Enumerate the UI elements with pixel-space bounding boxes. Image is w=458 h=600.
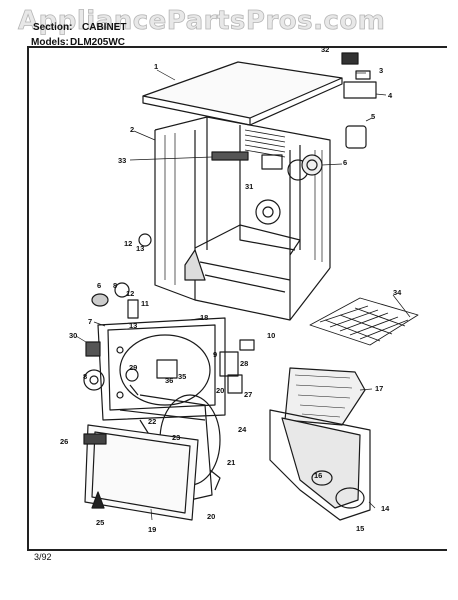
control-cluster [156, 339, 255, 491]
callout-13: 13 [136, 244, 145, 253]
callout-12b: 12 [126, 289, 135, 298]
callout-3: 3 [379, 66, 384, 75]
models-value: DLM205WC [70, 37, 126, 48]
left-border [27, 46, 29, 551]
callout-29: 29 [129, 363, 138, 372]
lint-screen [284, 367, 366, 426]
drying-rack [309, 297, 419, 346]
callout-1: 1 [154, 62, 159, 71]
callout-20: 20 [207, 512, 216, 521]
callout-25: 25 [96, 518, 105, 527]
callout-34: 34 [393, 288, 402, 297]
small-parts [83, 233, 152, 396]
callout-26: 26 [60, 437, 69, 446]
callout-19: 19 [148, 525, 157, 534]
bottom-rule [27, 549, 447, 551]
control-parts [261, 52, 377, 176]
callout-2: 2 [130, 125, 135, 134]
section-label: Section: [33, 22, 73, 33]
callout-21: 21 [227, 458, 236, 467]
callout-15: 15 [356, 524, 365, 533]
exhaust-duct [269, 409, 371, 521]
callout-17: 17 [375, 384, 384, 393]
callout-13b: 13 [129, 321, 138, 330]
callout-35: 35 [178, 372, 187, 381]
front-panel [97, 317, 226, 421]
callout-7: 7 [88, 317, 93, 326]
callout-8: 8 [113, 281, 118, 290]
callout-16: 16 [314, 471, 323, 480]
header-rule [27, 46, 447, 48]
callout-9: 9 [213, 350, 218, 359]
callout-23: 23 [172, 433, 181, 442]
callout-27: 27 [244, 390, 253, 399]
models-label: Models: [31, 37, 69, 48]
callout-31: 31 [245, 182, 254, 191]
callout-28: 28 [240, 359, 249, 368]
callout-18: 18 [200, 313, 209, 322]
callout-30: 30 [69, 331, 78, 340]
callout-20b: 20 [216, 386, 225, 395]
callout-5: 5 [371, 112, 376, 121]
watermark: AppliancePartsPros.com [18, 6, 386, 37]
cabinet [154, 116, 331, 321]
callout-10: 10 [267, 331, 276, 340]
section-value: CABINET [82, 22, 127, 33]
callout-6b: 6 [97, 281, 102, 290]
callout-6: 6 [343, 158, 348, 167]
callout-24: 24 [238, 425, 247, 434]
callout-8b: 8 [83, 372, 88, 381]
callout-14: 14 [381, 504, 390, 513]
callout-12: 12 [124, 239, 133, 248]
top-panel [142, 61, 343, 126]
callout-33: 33 [118, 156, 127, 165]
callout-36: 36 [165, 376, 174, 385]
callout-11: 11 [141, 299, 149, 308]
callout-22: 22 [148, 417, 157, 426]
front-door [84, 424, 199, 521]
callout-4: 4 [388, 91, 393, 100]
footer-date: 3/92 [34, 552, 52, 562]
callout-32: 32 [321, 45, 330, 54]
